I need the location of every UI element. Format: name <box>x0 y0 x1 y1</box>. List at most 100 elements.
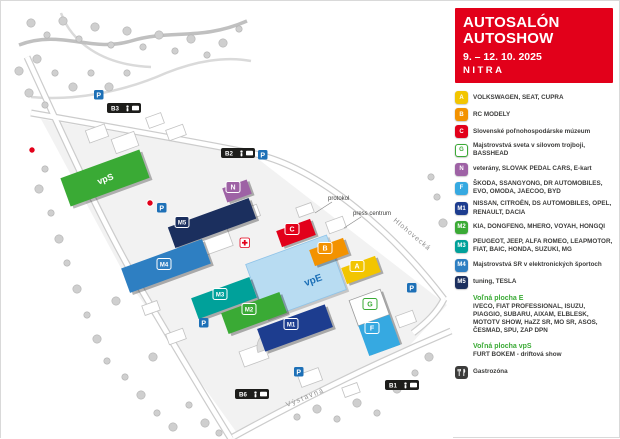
hall-a-badge: A <box>349 260 365 272</box>
hall-b-badge: B <box>317 242 333 254</box>
legend-item-c: C Slovenské poľnohospodárske múzeum <box>455 125 613 139</box>
free-area-vps-text: FURT BOKEM - driftová show <box>473 350 562 358</box>
event-city: NITRA <box>463 65 505 77</box>
first-aid-icon <box>239 237 250 248</box>
tree <box>111 296 121 306</box>
hall-f-chip: F <box>455 181 468 195</box>
hall-m4-badge: M4 <box>156 258 172 270</box>
svg-text:P: P <box>296 369 301 376</box>
tree <box>433 193 441 201</box>
hall-c-chip: C <box>455 125 468 139</box>
svg-text:F: F <box>370 326 375 333</box>
tree <box>92 334 102 344</box>
tree <box>171 47 179 55</box>
hall-b-chip: B <box>455 108 468 122</box>
protokol-label: protokol <box>328 196 349 202</box>
tree <box>200 418 210 428</box>
hall-m2-badge: M2 <box>241 303 257 315</box>
gate-b3: B3 <box>107 103 141 113</box>
pedestrian-icon <box>404 382 407 389</box>
site-map: vpS vpE <box>1 1 453 439</box>
tree <box>293 413 301 421</box>
svg-text:M2: M2 <box>245 307 254 313</box>
pedestrian-icon <box>240 150 243 157</box>
tree <box>352 398 362 408</box>
tree <box>103 357 111 365</box>
legend-item-label: NISSAN, CITROËN, DS AUTOMOBILES, OPEL, R… <box>473 200 612 216</box>
legend-item-label: Majstrovstvá SR v elektronických športoc… <box>473 260 602 268</box>
tree <box>123 69 131 77</box>
svg-text:P: P <box>260 152 265 159</box>
tree <box>148 352 158 362</box>
legend-item-n: N veterány, SLOVAK PEDAL CARS, E-kart <box>455 162 613 176</box>
hall-m2-chip: M2 <box>455 220 468 234</box>
map-area: vpS vpE <box>1 1 453 439</box>
legend-item-m5: M5 tuning, TESLA <box>455 275 613 289</box>
bus-icon <box>260 391 267 397</box>
tree <box>411 369 419 377</box>
hall-g-chip: G <box>455 143 468 157</box>
legend-item-g: G Majstrovstvá sveta v silovom trojboji,… <box>455 142 613 159</box>
tree <box>218 38 228 48</box>
tree <box>203 51 211 59</box>
tree <box>41 165 49 173</box>
tree <box>58 16 68 26</box>
free-area-vps-title: Voľná plocha vpS <box>473 342 532 350</box>
svg-text:M3: M3 <box>216 292 225 298</box>
hall-n-badge: N <box>225 181 241 193</box>
tree <box>215 429 223 437</box>
hall-g-badge: G <box>362 298 378 310</box>
road-link <box>411 297 447 335</box>
legend-item-m3: M3 PEUGEOT, JEEP, ALFA ROMEO, LEAPMOTOR,… <box>455 238 613 255</box>
hall-m5 <box>167 197 260 251</box>
buildings-group <box>84 112 418 398</box>
gate-b1: B1 <box>385 380 419 390</box>
svg-text:P: P <box>201 320 206 327</box>
hall-vps: vpS <box>60 149 153 209</box>
cutlery-icon <box>455 366 468 380</box>
tree <box>427 173 435 181</box>
legend-item-label: VOLKSWAGEN, SEAT, CUPRA <box>473 93 564 101</box>
tree <box>75 35 83 43</box>
svg-text:P: P <box>409 285 414 292</box>
press-centrum-label: press centrum <box>353 211 391 217</box>
bus-icon <box>410 382 417 388</box>
legend-item-label: Slovenské poľnohospodárske múzeum <box>473 127 591 135</box>
svg-text:P: P <box>96 92 101 99</box>
tree <box>136 390 146 400</box>
tree <box>47 209 55 217</box>
bus-icon <box>246 150 253 156</box>
legend-item-label: ŠKODA, SSANGYONG, DR AUTOMOBILES, EVO, O… <box>473 179 603 196</box>
legend-panel: AUTOSALÓN AUTOSHOW 9. – 12. 10. 2025 NIT… <box>453 1 620 439</box>
tree <box>41 101 49 109</box>
exhibition-grounds <box>41 119 447 433</box>
legend-item-label: PEUGEOT, JEEP, ALFA ROMEO, LEAPMOTOR, FI… <box>473 237 613 254</box>
tree <box>333 415 341 423</box>
parking-icon: P <box>258 150 268 160</box>
tree <box>122 26 132 36</box>
trees-group <box>14 16 448 437</box>
svg-text:B3: B3 <box>111 106 119 113</box>
legend-item-m1: M1 NISSAN, CITROËN, DS AUTOMOBILES, OPEL… <box>455 200 613 217</box>
svg-text:G: G <box>367 302 373 309</box>
free-area-vps: Voľná plocha vpS FURT BOKEM - driftová s… <box>473 343 613 359</box>
svg-text:B2: B2 <box>225 151 233 158</box>
hall-m1-badge: M1 <box>283 318 299 330</box>
tree <box>185 401 193 409</box>
tree <box>168 422 178 432</box>
svg-text:M4: M4 <box>160 262 169 268</box>
parking-icon: P <box>294 367 304 377</box>
legend-item-m2: M2 KIA, DONGFENG, MHERO, VOYAH, HONGQI <box>455 220 613 234</box>
hall-m5-chip: M5 <box>455 275 468 289</box>
map-annotations: protokol press centrum <box>314 196 391 229</box>
svg-text:N: N <box>230 185 235 192</box>
hall-m5-badge: M5 <box>174 216 190 228</box>
tree <box>87 69 95 77</box>
tree <box>139 43 147 51</box>
tree <box>43 31 51 39</box>
tree <box>54 234 64 244</box>
traffic-point <box>28 146 36 154</box>
stream <box>18 19 248 47</box>
svg-text:B6: B6 <box>239 392 247 399</box>
